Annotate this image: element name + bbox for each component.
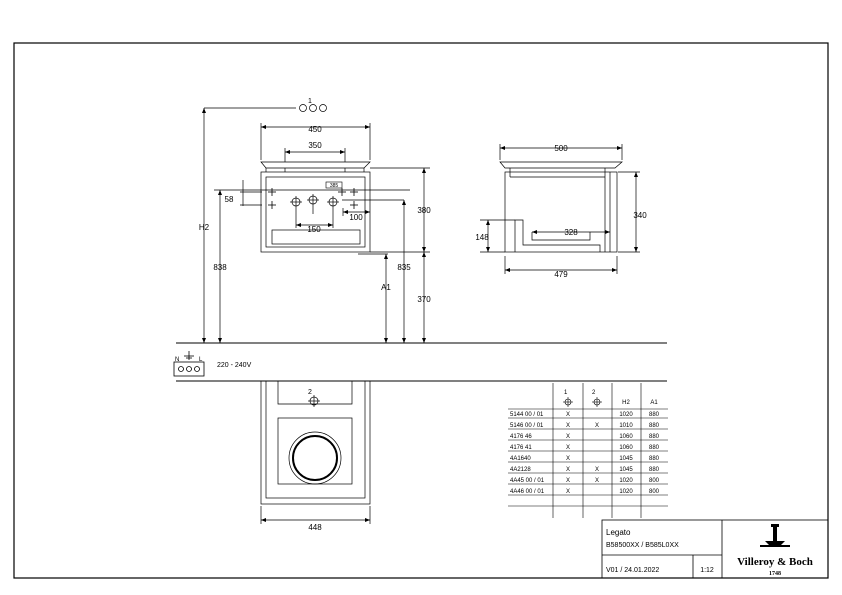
top-view: [176, 380, 667, 524]
table-cell-code: 5146 00 / 01: [510, 423, 544, 429]
table-header-2: 2: [592, 390, 596, 396]
table-cell-c1: X: [566, 412, 570, 418]
product-name: Legato: [606, 528, 631, 537]
table-cell-c1: X: [566, 456, 570, 462]
brand-year: 1748: [769, 571, 781, 577]
table-header-h2: H2: [622, 400, 630, 406]
table-cell-c1: X: [566, 434, 570, 440]
table-cell-c1: X: [566, 467, 570, 473]
top-view-arrows: [261, 518, 370, 522]
table-cell-code: 5144 00 / 01: [510, 412, 544, 418]
table-cell-a1: 880: [649, 456, 660, 462]
dim-150: 150: [307, 225, 321, 234]
callout-2-label: 2: [308, 389, 312, 396]
table-cell-c1: X: [566, 478, 570, 484]
table-cell-a1: 800: [649, 478, 660, 484]
table-cell-c1: X: [566, 423, 570, 429]
connection-badge: 385: [330, 183, 339, 189]
dim-148: 148: [475, 233, 489, 242]
brand-logo-mark: [760, 524, 790, 547]
table-cell-a1: 800: [649, 489, 660, 495]
table-cell-h2: 1060: [619, 434, 633, 440]
side-view: [480, 144, 640, 274]
table-cell-a1: 880: [649, 412, 660, 418]
dim-479: 479: [554, 270, 568, 279]
dim-450: 450: [308, 125, 322, 134]
brand-wordmark: Villeroy & Boch: [737, 556, 813, 568]
table-cell-h2: 1045: [619, 456, 633, 462]
table-cell-h2: 1045: [619, 467, 633, 473]
table-cell-a1: 880: [649, 423, 660, 429]
table-cell-a1: 880: [649, 467, 660, 473]
table-cell-code: 4A46 00 / 01: [510, 489, 545, 495]
dim-340: 340: [633, 211, 647, 220]
table-cell-code: 4176 41: [510, 445, 532, 451]
dim-838: 838: [213, 263, 227, 272]
table-cell-c2: X: [595, 467, 599, 473]
table-cell-h2: 1060: [619, 445, 633, 451]
neutral-label: N: [175, 357, 179, 363]
table-cell-a1: 880: [649, 445, 660, 451]
table-cell-code: 4A45 00 / 01: [510, 478, 545, 484]
table-cell-c2: X: [595, 478, 599, 484]
table-cell-h2: 1020: [619, 412, 633, 418]
title-block: [601, 519, 829, 579]
drawing-scale: 1:12: [700, 567, 714, 574]
version-date: V01 / 24.01.2022: [606, 567, 659, 574]
dim-100: 100: [349, 213, 363, 222]
top-callout-label: 1: [308, 98, 312, 105]
label-a1: A1: [381, 283, 391, 292]
dim-328: 328: [564, 228, 578, 237]
dim-380: 380: [417, 206, 431, 215]
variant-table: [508, 383, 668, 518]
table-cell-h2: 1020: [619, 489, 633, 495]
side-view-arrows: [486, 146, 638, 272]
dim-350: 350: [308, 141, 322, 150]
table-cell-h2: 1010: [619, 423, 633, 429]
table-cell-c2: X: [595, 423, 599, 429]
model-numbers: B58500XX / B585L0XX: [606, 542, 679, 549]
live-label: L: [199, 357, 203, 363]
table-header-a1: A1: [650, 400, 658, 406]
dim-500: 500: [554, 144, 568, 153]
table-header-1: 1: [564, 390, 568, 396]
table-cell-code: 4A2128: [510, 467, 531, 473]
drawing-border: [13, 42, 829, 579]
dim-370: 370: [417, 295, 431, 304]
front-view: [176, 104, 667, 344]
electrical-symbol: [173, 351, 205, 377]
table-cell-h2: 1020: [619, 478, 633, 484]
table-cell-a1: 880: [649, 434, 660, 440]
front-view-arrows: [202, 108, 426, 343]
table-cell-c1: X: [566, 445, 570, 451]
table-cell-c1: X: [566, 489, 570, 495]
dim-448: 448: [308, 523, 322, 532]
dim-835: 835: [397, 263, 411, 272]
voltage-label: 220 - 240V: [217, 362, 252, 369]
label-h2: H2: [199, 223, 210, 232]
table-cell-code: 4A1640: [510, 456, 531, 462]
table-cell-code: 4176 46: [510, 434, 532, 440]
dim-58: 58: [225, 195, 234, 204]
